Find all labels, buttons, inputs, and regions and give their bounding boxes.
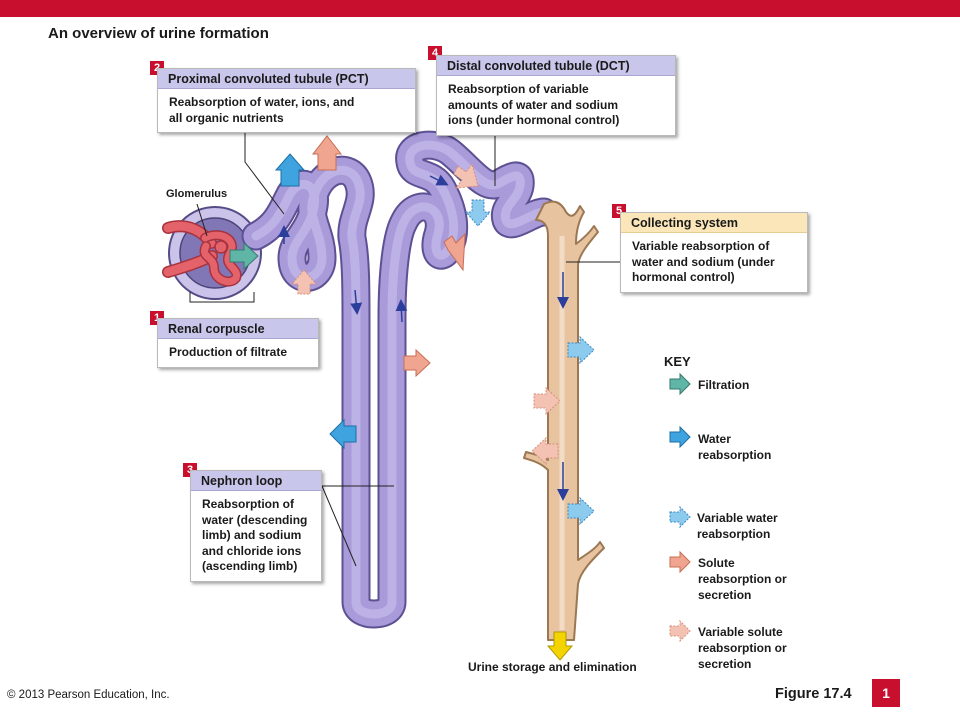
key-filtration-label: Filtration <box>698 378 750 392</box>
flow-arrows <box>278 174 569 501</box>
glomerulus-vessels <box>162 220 242 287</box>
variable-solute-arrows <box>290 162 561 466</box>
diagram-title: An overview of urine formation <box>48 25 269 42</box>
urine-elimination-label: Urine storage and elimination <box>468 660 637 674</box>
copyright-notice: © 2013 Pearson Education, Inc. <box>7 689 170 701</box>
urine-outflow-arrow <box>546 631 574 661</box>
corpuscle-callout: Renal corpuscle Production of filtrate <box>157 318 319 368</box>
pct-callout: Proximal convoluted tubule (PCT) Reabsor… <box>157 68 416 133</box>
water-reabsorption-arrows <box>274 153 357 450</box>
filtration-arrow <box>229 241 259 271</box>
key-water-label: Water reabsorption <box>698 432 772 462</box>
collecting-callout: Collecting system Variable reabsorption … <box>620 212 808 293</box>
key-swatches <box>669 372 691 643</box>
dct-description: Reabsorption of variable amounts of wate… <box>448 82 620 127</box>
top-accent-bar <box>0 0 960 17</box>
leader-lines <box>189 130 620 567</box>
collecting-duct <box>523 200 605 641</box>
dct-heading: Distal convoluted tubule (DCT) <box>437 56 675 76</box>
figure-number: Figure 17.4 <box>775 686 852 702</box>
corpuscle-heading: Renal corpuscle <box>158 319 318 339</box>
solute-arrows <box>311 135 466 378</box>
collecting-description: Variable reabsorption of water and sodiu… <box>632 239 775 284</box>
pct-description: Reabsorption of water, ions, and all org… <box>169 95 355 125</box>
variable-water-arrows <box>464 199 595 526</box>
nephron-tubule <box>241 130 559 629</box>
glomerulus-label: Glomerulus <box>166 188 228 200</box>
corpuscle-description: Production of filtrate <box>169 345 287 359</box>
key-solute-label: Solute reabsorption or secretion <box>698 556 787 602</box>
pct-heading: Proximal convoluted tubule (PCT) <box>158 69 415 89</box>
loop-heading: Nephron loop <box>191 471 321 491</box>
page-number-badge: 1 <box>872 679 900 707</box>
loop-callout: Nephron loop Reabsorption of water (desc… <box>190 470 322 582</box>
key-heading: KEY <box>664 354 691 369</box>
key-variable-solute-label: Variable solute reabsorption or secretio… <box>698 625 787 671</box>
collecting-heading: Collecting system <box>621 213 807 233</box>
key-variable-water-label: Variable water reabsorption <box>697 511 778 541</box>
loop-description: Reabsorption of water (descending limb) … <box>202 497 308 573</box>
dct-callout: Distal convoluted tubule (DCT) Reabsorpt… <box>436 55 676 136</box>
